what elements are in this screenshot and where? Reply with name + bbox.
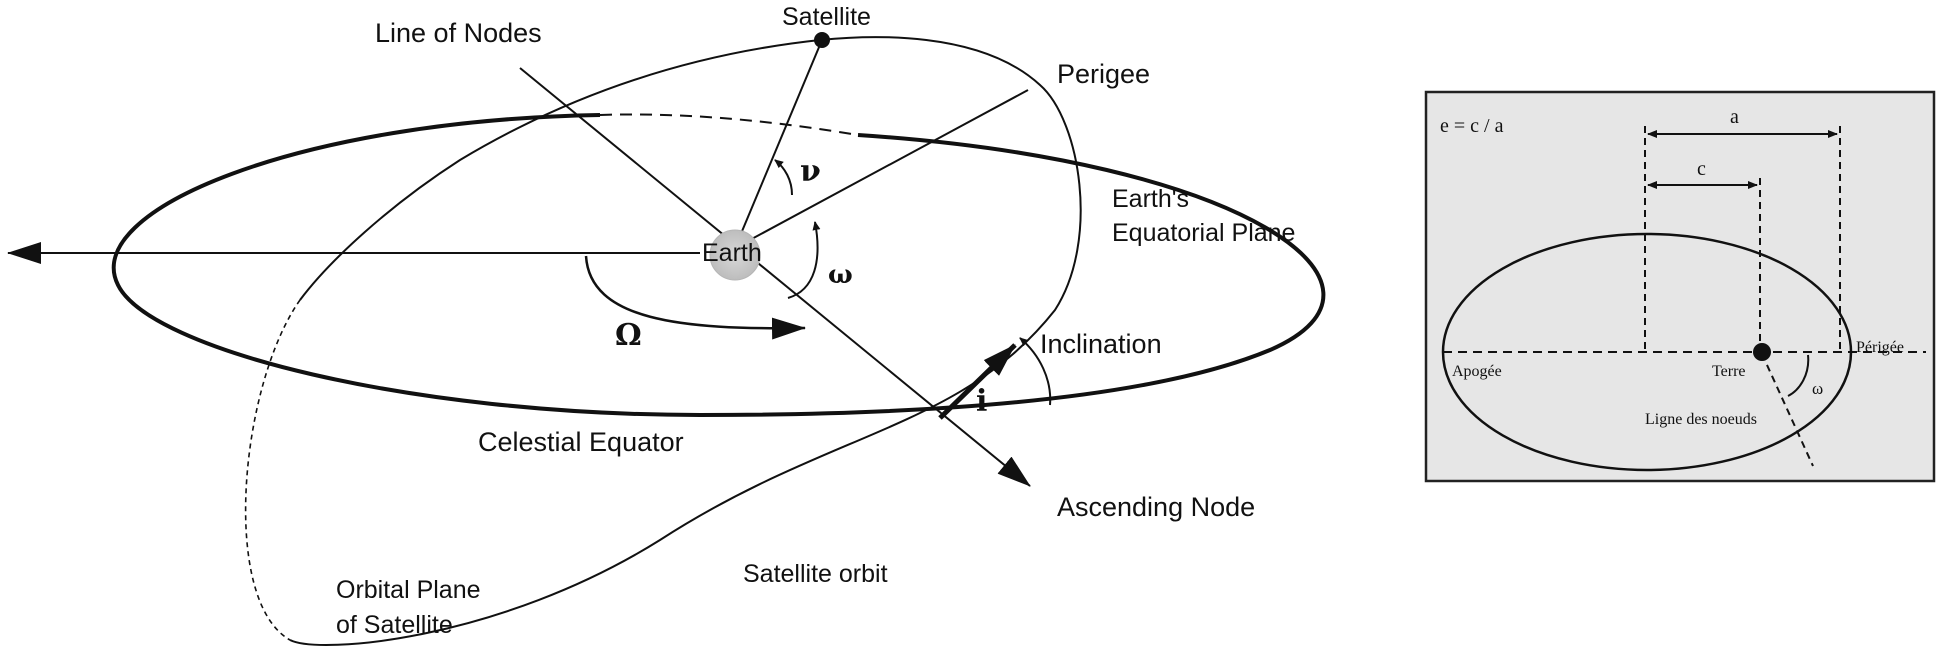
- inset-a-label: a: [1730, 106, 1739, 128]
- perigee-label: Perigee: [1057, 59, 1150, 89]
- argument-of-perigee-arc: [787, 221, 821, 299]
- satellite-dot: [814, 32, 830, 48]
- inset-omega-label: ω: [1812, 379, 1823, 398]
- earth-circle: [709, 229, 761, 281]
- inset-apogee-label: Apogée: [1452, 363, 1502, 380]
- perigee-line: [734, 89, 1029, 249]
- raan-arc: [584, 255, 806, 340]
- equatorial-plane-label-line2: Equatorial Plane: [1112, 219, 1295, 247]
- celestial-equator-label: Celestial Equator: [478, 427, 684, 457]
- inclination-arrow: [938, 343, 1017, 420]
- omega-capital-symbol: Ω: [615, 318, 642, 353]
- inset-c-label: c: [1697, 158, 1706, 180]
- earth-label: Earth: [702, 239, 762, 267]
- inset-line-of-nodes: [1761, 353, 1814, 467]
- nu-symbol: ν: [800, 154, 821, 189]
- inset-omega-arc: [1787, 354, 1810, 397]
- satellite-orbit-back: [244, 299, 301, 641]
- inset-perigee-label: Périgée: [1856, 339, 1904, 356]
- inclination-i-symbol: i: [976, 384, 987, 419]
- inset-earth-label: Terre: [1712, 363, 1746, 380]
- equatorial-plane-front: [111, 113, 1326, 418]
- equatorial-plane-label-line1: Earth's: [1112, 185, 1189, 213]
- orbital-plane-label-line2: of Satellite: [336, 611, 453, 639]
- satellite-radius-line: [734, 39, 823, 249]
- inset-frame: [1424, 90, 1936, 483]
- omega-small-symbol: ω: [828, 260, 853, 290]
- line-of-nodes-label: Line of Nodes: [375, 18, 542, 48]
- main-diagram: Line of Nodes Satellite Perigee Earth's …: [7, 3, 1326, 646]
- inset-diagram: e = c / a a c Apogée Terre Périgée Ligne…: [1424, 90, 1936, 483]
- satellite-label: Satellite: [782, 3, 871, 31]
- inset-formula: e = c / a: [1440, 115, 1504, 137]
- satellite-orbit-label: Satellite orbit: [743, 560, 888, 588]
- orbital-plane-label-line1: Orbital Plane: [336, 576, 481, 604]
- true-anomaly-arc: [774, 159, 793, 196]
- inclination-arc: [1019, 337, 1052, 406]
- equatorial-plane-back: [599, 113, 859, 136]
- ascending-node-label: Ascending Node: [1057, 492, 1255, 522]
- inset-line-of-nodes-label: Ligne des noeuds: [1645, 411, 1757, 428]
- satellite-orbit-ellipse: [289, 36, 1082, 646]
- inclination-label: Inclination: [1040, 329, 1162, 359]
- inset-earth-dot: [1753, 343, 1771, 361]
